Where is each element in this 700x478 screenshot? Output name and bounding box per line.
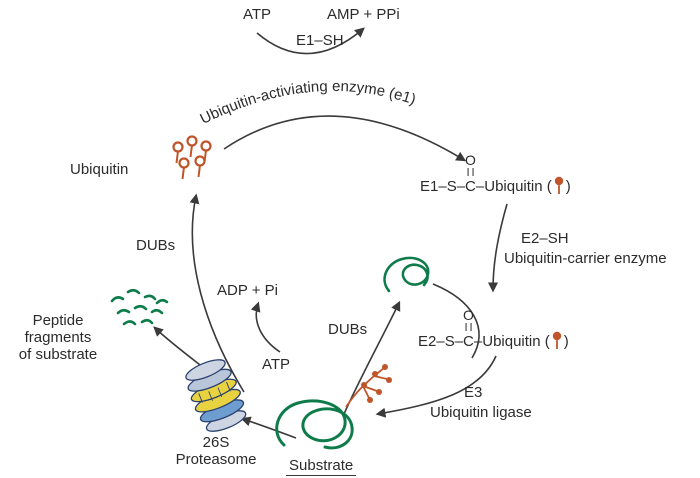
amp-ppi-label: AMP + PPi <box>327 6 400 23</box>
carbonyl-group: O <box>465 153 476 178</box>
ubiquitin-carrier-enzyme-label: Ubiquitin-carrier enzyme <box>504 250 667 267</box>
branched-lollipop-chain-icon <box>345 364 392 408</box>
substrate-label: Substrate <box>286 457 357 476</box>
arrow-atp-to-amp <box>256 27 365 55</box>
peptide-fragments-label: Peptide fragments of substrate <box>18 312 98 363</box>
e1-complex-prefix: E1–S– <box>420 178 466 195</box>
dubs-center-label: DUBs <box>328 321 368 338</box>
atp-bottom-label: ATP <box>262 356 291 373</box>
adp-pi-label: ADP + Pi <box>217 282 279 299</box>
dubs-left-label: DUBs <box>136 237 176 254</box>
arrow-atp-to-adp <box>250 301 281 353</box>
arrow-e1-to-e2 <box>488 203 508 293</box>
e1-sh-label: E1–SH <box>296 32 344 49</box>
double-bond-icon <box>467 168 474 176</box>
e3-label: E3 <box>464 384 483 401</box>
arrow-dubs-left-recycle <box>189 193 245 393</box>
carbonyl-group: O <box>463 308 474 333</box>
oxygen-atom: O <box>465 152 476 168</box>
e1-complex-close: ) <box>565 178 571 195</box>
arrow-e2-to-substrate <box>375 355 497 418</box>
ubiquitin-ligase-label: Ubiquitin ligase <box>430 404 532 421</box>
ubiquitin-label: Ubiquitin <box>70 161 129 178</box>
arrow-ubiquitin-to-e1 <box>223 115 467 162</box>
curved-arc-label: Ubiquitin-activiating enzyme (e1) <box>197 78 418 128</box>
barrel-stack-icon <box>185 359 247 432</box>
e1-complex-suffix: –Ubiquitin ( <box>475 178 552 195</box>
oxygen-atom: O <box>463 307 474 323</box>
double-bond-icon <box>465 323 472 331</box>
peptide-squiggles-icon <box>110 288 169 326</box>
arrow-substrate-to-proteasome <box>240 416 297 439</box>
protein-tangle-icon <box>275 399 354 450</box>
arrow-proteasome-to-fragments <box>153 326 205 369</box>
small-protein-tangle-icon <box>383 256 430 293</box>
lollipop-cluster-icon <box>172 135 212 180</box>
e2-complex-prefix: E2–S– <box>418 333 464 350</box>
connector-substrate-entry <box>432 283 480 359</box>
e2-complex-close: ) <box>563 333 569 350</box>
e2-sh-label: E2–SH <box>521 230 569 247</box>
e2-complex-suffix: –Ubiquitin ( <box>473 333 550 350</box>
proteasome-label: 26S Proteasome <box>175 434 257 468</box>
lollipop-icon <box>554 176 563 194</box>
atp-top-label: ATP <box>243 6 272 23</box>
lollipop-icon <box>552 331 561 349</box>
